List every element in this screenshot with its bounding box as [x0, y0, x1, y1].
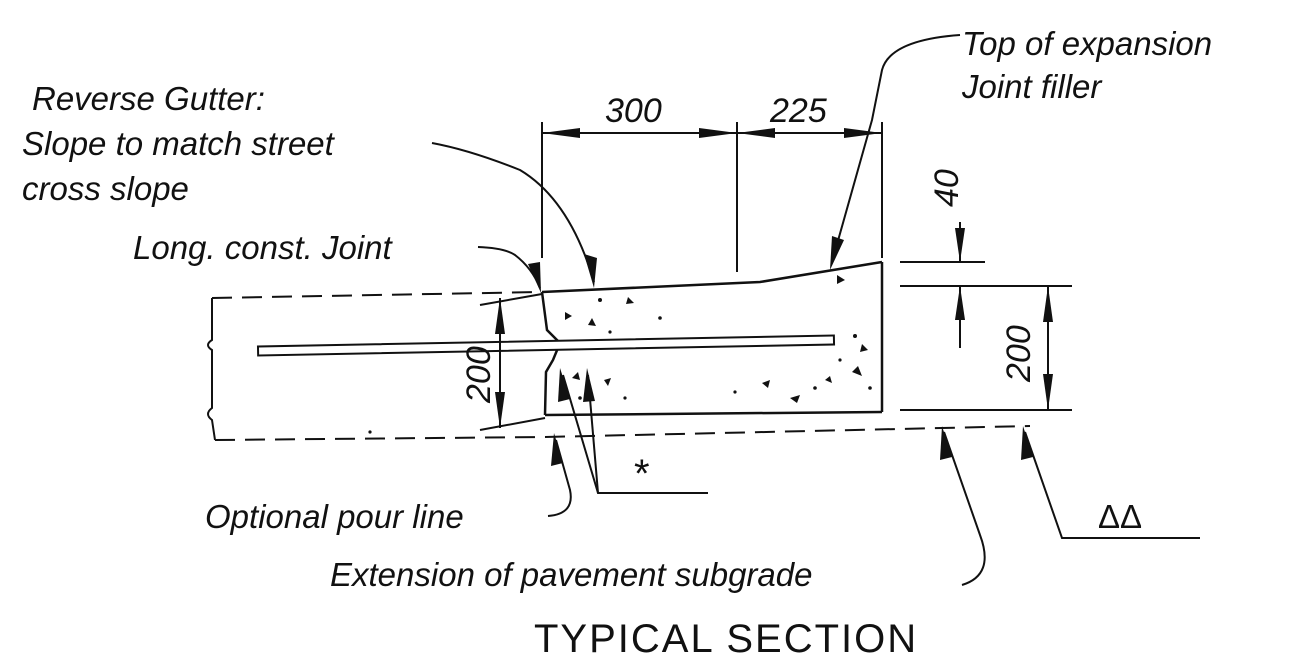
label-long-joint: Long. const. Joint [133, 229, 393, 266]
label-optional-pour: Optional pour line [205, 498, 464, 535]
top-dimensions [541, 122, 883, 272]
aggregate-texture [368, 275, 872, 434]
existing-pavement-outline [207, 291, 1031, 441]
label-asterisk: * [634, 452, 650, 496]
dim-225: 225 [769, 92, 827, 130]
dim-40: 40 [928, 169, 966, 207]
label-top-expansion-2: Joint filler [961, 68, 1103, 105]
label-reverse-gutter-2: Slope to match street [22, 125, 336, 162]
gutter-slab [479, 260, 884, 431]
tie-bar [256, 334, 836, 357]
label-delta: ΔΔ [1098, 498, 1142, 535]
drawing-title: TYPICAL SECTION [534, 617, 918, 661]
leaders [431, 34, 1200, 586]
dim-200-left: 200 [460, 346, 498, 404]
label-reverse-gutter-3: cross slope [22, 170, 189, 207]
left-dimension [495, 298, 505, 428]
right-dimensions [900, 222, 1072, 411]
label-reverse-gutter-1: Reverse Gutter: [32, 80, 265, 117]
dim-200-right: 200 [1000, 325, 1038, 383]
dim-300: 300 [605, 92, 662, 130]
label-top-expansion-1: Top of expansion [962, 25, 1212, 62]
label-extension-subgrade: Extension of pavement subgrade [330, 556, 812, 593]
